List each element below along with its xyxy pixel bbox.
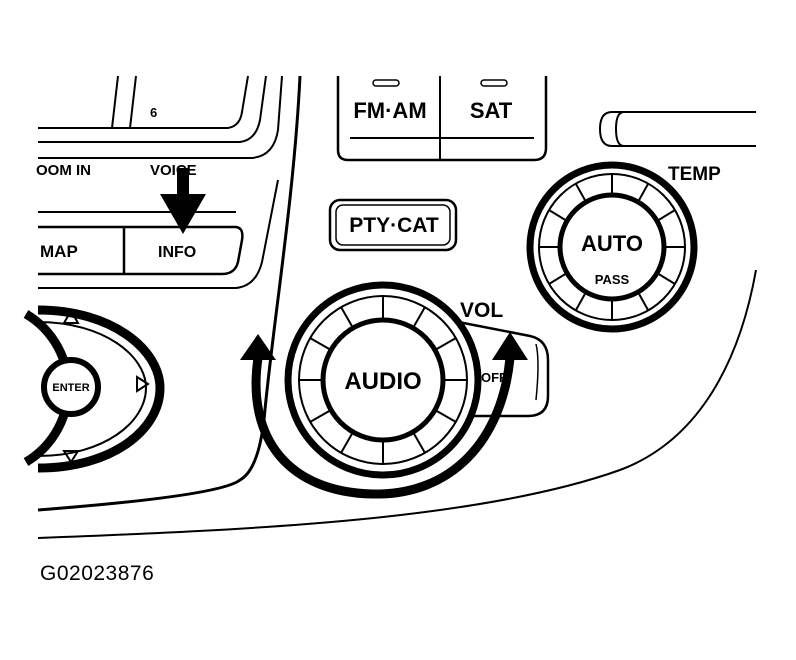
enter-button[interactable]	[41, 357, 101, 417]
pty-cat-button-label: PTY·CAT	[349, 214, 439, 237]
audio-volume-knob[interactable]	[284, 281, 482, 479]
audio-button-label: AUDIO	[344, 368, 421, 395]
pty-cat-button[interactable]	[328, 198, 458, 252]
auto-button-label: AUTO	[581, 231, 643, 256]
rotation-arrow	[240, 332, 528, 499]
climate-display-strip	[598, 111, 756, 147]
pass-label: PASS	[595, 272, 630, 287]
map-button-label: MAP	[40, 242, 78, 261]
figure-id: G02023876	[40, 562, 155, 585]
preset-6-label: 6	[150, 105, 157, 120]
fm-am-sat-button-group	[336, 76, 548, 162]
fm-am-button-label: FM·AM	[353, 98, 426, 123]
joystick-down-arrow-icon[interactable]	[62, 450, 80, 464]
volume-off-lever[interactable]	[447, 318, 550, 418]
sat-button-label: SAT	[470, 98, 513, 123]
info-button-label: INFO	[158, 244, 196, 261]
vol-label: VOL	[460, 299, 503, 322]
zoom-in-button-label: OOM IN	[36, 162, 91, 179]
info-pointer-arrow	[160, 168, 206, 234]
panel-divider-curve	[37, 75, 757, 539]
off-label: OFF	[481, 370, 507, 385]
joystick-right-arrow-icon[interactable]	[136, 375, 150, 393]
temp-label: TEMP	[668, 164, 721, 185]
joystick-up-arrow-icon[interactable]	[62, 309, 80, 324]
map-info-button-row	[38, 225, 244, 276]
enter-button-label: ENTER	[52, 382, 89, 394]
auto-temp-knob[interactable]	[526, 161, 698, 333]
navigation-screen-bezel	[38, 75, 283, 289]
voice-button-label: VOICE	[150, 162, 197, 179]
